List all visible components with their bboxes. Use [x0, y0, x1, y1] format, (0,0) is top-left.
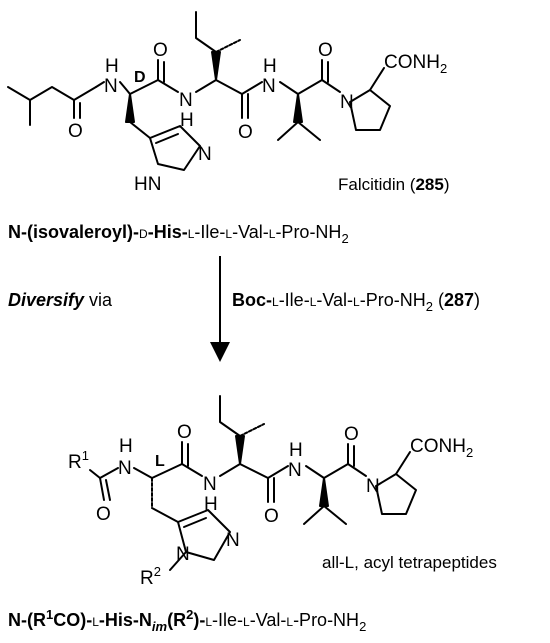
stereo-label-d: D — [134, 69, 146, 86]
top-sequence: N-(isovaleroyl)-D-His-L-Ile-L-Val-L-Pro-… — [8, 222, 349, 246]
atom-n-imidazole: N — [198, 144, 212, 165]
atom-o-4: O — [318, 40, 333, 61]
ile-methyl-bond — [215, 39, 241, 53]
pro2-conh2-bond — [395, 451, 411, 475]
val-n-ca-bond — [279, 81, 299, 95]
his-beta-bond — [129, 121, 151, 139]
ile2-side-chain — [219, 395, 241, 437]
val2-side-chain — [303, 505, 347, 525]
atom-h-6: H — [289, 440, 303, 461]
atom-h-2: H — [180, 110, 194, 131]
ile-ca-co-bond — [215, 79, 243, 95]
proline2-ring — [375, 473, 417, 515]
atom-o-1: O — [68, 121, 83, 142]
tetrapeptide-labels: R1 H N L O O N H O H N O O N CONH2 N N R… — [68, 422, 497, 589]
ile-c-n-bond — [241, 81, 263, 95]
atom-o-2: O — [153, 40, 168, 61]
conh2-group: CONH2 — [384, 52, 447, 76]
ile2-methyl-bond — [239, 423, 265, 437]
atom-h-3: H — [263, 56, 277, 77]
ile-side-chain — [195, 11, 217, 53]
his-n-ca-bond — [119, 81, 131, 95]
ile2-wedge-bond — [235, 435, 245, 465]
val-wedge-bond — [293, 93, 303, 123]
atom-n-imidazole-1: N — [176, 544, 190, 565]
r1-carbonyl-double — [105, 479, 111, 501]
arrow-right-label: Boc-L-Ile-L-Val-L-Pro-NH2 (287) — [232, 290, 480, 314]
atom-n-5: N — [203, 474, 217, 495]
his2-c-n-bond — [181, 463, 203, 477]
atom-o-9: O — [344, 424, 359, 445]
atom-o-6: O — [96, 504, 111, 525]
ile-n-ca-bond — [195, 79, 217, 93]
val-c-n-bond — [321, 79, 341, 93]
stereo-label-l: L — [155, 453, 165, 470]
atom-n-4: N — [118, 458, 132, 479]
isovaleroyl-chain-bonds — [7, 86, 97, 101]
falcitidin-structure — [7, 11, 391, 171]
atom-o-3: O — [238, 122, 253, 143]
atom-r1: R1 — [68, 448, 89, 473]
conh2-group-2: CONH2 — [410, 436, 473, 460]
amide-bond-1 — [95, 81, 105, 88]
ile2-n-ca-bond — [219, 463, 241, 477]
imidazole-ring — [149, 125, 201, 171]
atom-r2: R2 — [140, 564, 161, 589]
his-c-n-bond — [157, 79, 179, 93]
r1-c-n-bond — [99, 467, 119, 479]
atom-n-1: N — [104, 76, 118, 97]
atom-n-proline: N — [340, 92, 354, 113]
val-ca-co-bond — [297, 79, 323, 95]
pro-conh2-bond — [369, 67, 385, 91]
ile2-c-n-bond — [267, 465, 289, 479]
atom-n-proline-2: N — [366, 476, 380, 497]
atom-o-7: O — [177, 422, 192, 443]
atom-h-5: H — [204, 494, 218, 515]
imidazole-double — [155, 133, 179, 144]
atom-hn-imidazole: HN — [134, 174, 161, 195]
atom-n-imidazole-2: N — [226, 530, 240, 551]
bottom-sequence: N-(R1CO)-L-His-Nim(R2)-L-Ile-L-Val-L-Pro… — [8, 607, 366, 634]
val2-n-ca-bond — [305, 465, 325, 479]
ile-wedge-bond — [211, 51, 221, 81]
proline-ring — [349, 89, 391, 131]
val2-c-n-bond — [347, 463, 367, 477]
atom-n-3: N — [262, 76, 276, 97]
val-side-chain — [277, 121, 321, 141]
compound-name-falcitidin: Falcitidin (285) — [338, 175, 450, 194]
r1-c-r-bond — [89, 469, 101, 479]
tetrapeptide-structure — [89, 395, 417, 571]
arrow-left-label: Diversify via — [8, 290, 113, 310]
r2-bond — [169, 551, 187, 571]
his-wedge-bond — [125, 93, 135, 123]
imidazole2-ring — [177, 509, 231, 561]
his2-n-ca-bond — [133, 467, 153, 479]
his2-beta-bond — [151, 507, 179, 523]
atom-h-1: H — [105, 56, 119, 77]
his-ca-co-bond — [129, 79, 159, 95]
imidazole2-double — [183, 517, 207, 528]
falcitidin-labels: H N D O O N H O H N O O N CONH2 HN N Fal… — [68, 40, 450, 195]
atom-h-4: H — [119, 436, 133, 457]
tetrapeptide-caption: all-L, acyl tetrapeptides — [322, 553, 497, 572]
his2-ca-co-bond — [151, 463, 183, 479]
atom-n-2: N — [179, 90, 193, 111]
val2-ca-co-bond — [323, 463, 349, 479]
atom-o-8: O — [264, 506, 279, 527]
ile2-ca-co-bond — [239, 463, 269, 479]
val2-wedge-bond — [319, 477, 329, 507]
atom-n-6: N — [288, 460, 302, 481]
r1-carbonyl-bond — [99, 477, 105, 501]
